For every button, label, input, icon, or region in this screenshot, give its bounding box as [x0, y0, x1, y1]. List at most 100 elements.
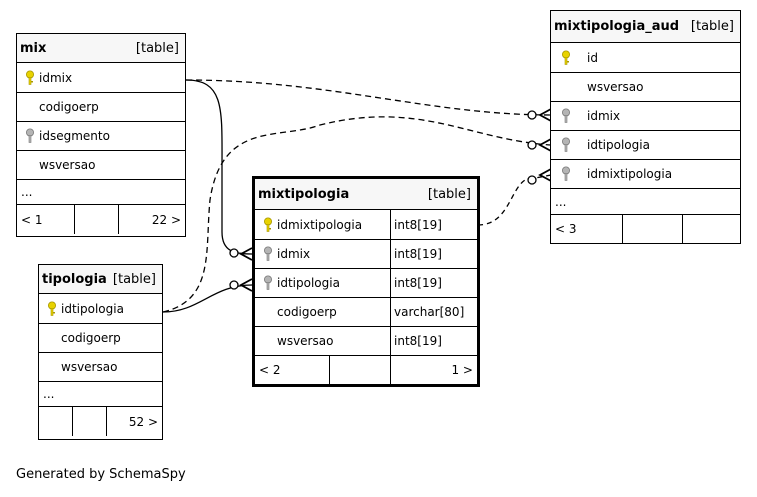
table-header[interactable]: mixtipologia [table] — [255, 179, 477, 210]
parents-count[interactable]: < 2 — [255, 356, 330, 384]
column-row-more[interactable]: ... — [39, 382, 162, 407]
column-row[interactable]: wsversao int8[19] — [255, 327, 477, 356]
column-name: idtipologia — [61, 301, 124, 316]
foreign-key-icon — [557, 166, 575, 182]
foreign-key-icon — [259, 246, 277, 262]
table-footer: < 2 1 > — [255, 356, 477, 384]
crowfoot — [538, 138, 552, 152]
parents-count[interactable] — [39, 407, 73, 436]
primary-key-icon — [21, 70, 39, 86]
table-tipologia[interactable]: tipologia [table] idtipologia codigoerp … — [38, 264, 163, 440]
column-row[interactable]: codigoerp — [17, 93, 185, 122]
column-name: idmixtipologia — [277, 217, 363, 232]
column-row[interactable]: codigoerp — [39, 324, 162, 353]
column-row-more[interactable]: ... — [551, 189, 740, 215]
primary-key-icon — [259, 217, 277, 233]
table-footer: 52 > — [39, 407, 162, 436]
rel-tipologia-aud — [162, 116, 552, 313]
column-name: wsversao — [277, 334, 334, 348]
crowfoot — [538, 108, 552, 122]
foreign-key-icon — [21, 128, 39, 144]
children-count[interactable]: 1 > — [451, 363, 473, 377]
footer-spacer — [75, 205, 119, 234]
column-row[interactable]: idmixtipologia int8[19] — [255, 210, 477, 240]
table-header[interactable]: tipologia [table] — [39, 265, 162, 294]
rel-tipologia-mixtipologia — [162, 284, 253, 313]
column-row[interactable]: codigoerp varchar[80] — [255, 298, 477, 327]
column-row[interactable]: idtipologia — [39, 294, 162, 324]
table-type: [table] — [135, 40, 179, 56]
foreign-key-icon — [557, 137, 575, 153]
column-type: int8[19] — [394, 334, 442, 348]
column-name: id — [587, 50, 598, 65]
table-header[interactable]: mixtipologia_aud [table] — [551, 11, 740, 43]
primary-key-icon — [557, 50, 575, 66]
column-row[interactable]: idmix int8[19] — [255, 240, 477, 269]
column-name: idtipologia — [277, 276, 340, 290]
more-columns: ... — [43, 387, 55, 401]
column-row[interactable]: idmixtipologia — [551, 160, 740, 189]
column-row[interactable]: wsversao — [551, 73, 740, 102]
parents-count[interactable]: < 3 — [551, 215, 623, 243]
column-name: codigoerp — [277, 305, 337, 319]
crowfoot-circle — [527, 140, 537, 150]
column-row[interactable]: idsegmento — [17, 122, 185, 151]
column-row[interactable]: idmix — [551, 102, 740, 131]
table-mixtipologia[interactable]: mixtipologia [table] idmixtipologia int8… — [252, 176, 480, 387]
crowfoot — [239, 247, 253, 261]
column-name: wsversao — [39, 158, 96, 172]
rel-mix-aud — [185, 79, 552, 116]
rel-mix-mixtipologia — [185, 79, 253, 255]
children-count[interactable]: 52 > — [128, 414, 158, 429]
crowfoot-circle — [527, 110, 537, 120]
table-name: mixtipologia — [258, 186, 350, 202]
column-name: codigoerp — [39, 100, 99, 114]
children-count[interactable] — [683, 215, 740, 243]
column-name: idmix — [587, 109, 621, 123]
primary-key-icon — [43, 301, 61, 317]
footer-spacer — [623, 215, 683, 243]
table-header[interactable]: mix [table] — [17, 34, 185, 63]
table-name: mixtipologia_aud — [554, 19, 680, 34]
children-count[interactable]: 22 > — [151, 212, 181, 227]
footer-spacer — [73, 407, 107, 436]
footer-spacer — [330, 356, 391, 384]
parents-count[interactable]: < 1 — [17, 205, 75, 234]
column-row[interactable]: idtipologia int8[19] — [255, 269, 477, 298]
column-name: idmix — [277, 247, 311, 261]
table-footer: < 3 — [551, 215, 740, 243]
table-mixtipologia_aud[interactable]: mixtipologia_aud [table] id wsversao idm… — [550, 10, 741, 244]
column-name: wsversao — [587, 80, 644, 94]
table-type: [table] — [690, 19, 734, 34]
foreign-key-icon — [557, 108, 575, 124]
column-type: int8[19] — [394, 276, 442, 290]
table-mix[interactable]: mix [table] idmix codigoerp idsegmento w… — [16, 33, 186, 237]
column-row-more[interactable]: ... — [17, 180, 185, 205]
table-name: tipologia — [42, 271, 107, 287]
column-row[interactable]: idmix — [17, 63, 185, 93]
crowfoot-circle — [229, 280, 239, 290]
crowfoot — [239, 278, 253, 292]
table-footer: < 1 22 > — [17, 205, 185, 234]
column-row[interactable]: wsversao — [17, 151, 185, 180]
column-type: int8[19] — [394, 247, 442, 261]
crowfoot — [538, 168, 552, 182]
table-name: mix — [20, 40, 47, 56]
column-name: wsversao — [61, 360, 118, 374]
crowfoot-circle — [527, 175, 537, 185]
column-name: idmixtipologia — [587, 167, 673, 181]
column-type: varchar[80] — [394, 305, 465, 319]
foreign-key-icon — [259, 275, 277, 291]
more-columns: ... — [21, 185, 33, 199]
column-row[interactable]: id — [551, 43, 740, 73]
column-row[interactable]: wsversao — [39, 353, 162, 382]
more-columns: ... — [555, 194, 567, 209]
column-name: idsegmento — [39, 129, 110, 143]
rel-mixtipologia-aud — [477, 174, 552, 226]
column-row[interactable]: idtipologia — [551, 131, 740, 160]
column-type: int8[19] — [394, 217, 442, 232]
column-name: codigoerp — [61, 331, 121, 345]
crowfoot-circle — [229, 248, 239, 258]
column-name: idmix — [39, 70, 73, 85]
